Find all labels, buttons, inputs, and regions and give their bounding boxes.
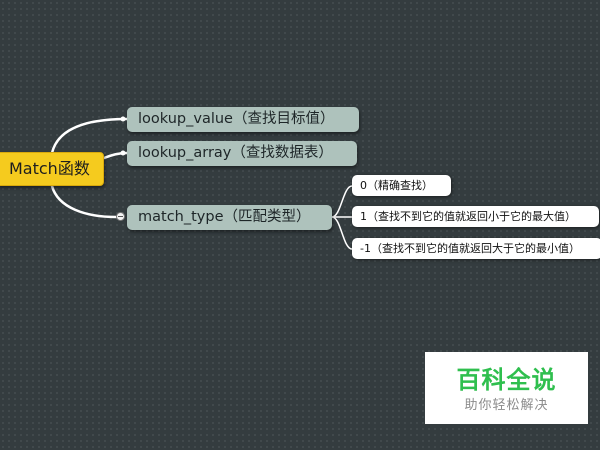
watermark-title: 百科全说 [456,366,557,394]
collapse-toggle-icon[interactable] [116,212,125,221]
connector-match-type-to-exact [331,185,353,218]
leaf-node-exact-match[interactable]: 0（精确查找） [352,175,451,196]
leaf-node-greater-than[interactable]: -1（查找不到它的值就返回大于它的最小值） [352,238,600,259]
connector-match-type-to-greater [331,216,353,250]
branch-node-match-type[interactable]: match_type（匹配类型） [127,205,332,230]
watermark-logo: 百科全说 助你轻松解决 [425,352,588,424]
connector-root-to-match-type [50,184,118,219]
branch-node-lookup-value[interactable]: lookup_value（查找目标值） [127,107,359,132]
connector-root-to-lookup-value [50,117,129,155]
branch-node-lookup-array[interactable]: lookup_array（查找数据表） [127,141,357,166]
lookup-array-attach-dot [120,150,126,156]
leaf-node-less-than[interactable]: 1（查找不到它的值就返回小于它的最大值） [352,206,599,227]
lookup-value-attach-dot [120,116,126,122]
root-node-match-function[interactable]: Match函数 [0,152,104,186]
watermark-subtitle: 助你轻松解决 [464,398,549,413]
